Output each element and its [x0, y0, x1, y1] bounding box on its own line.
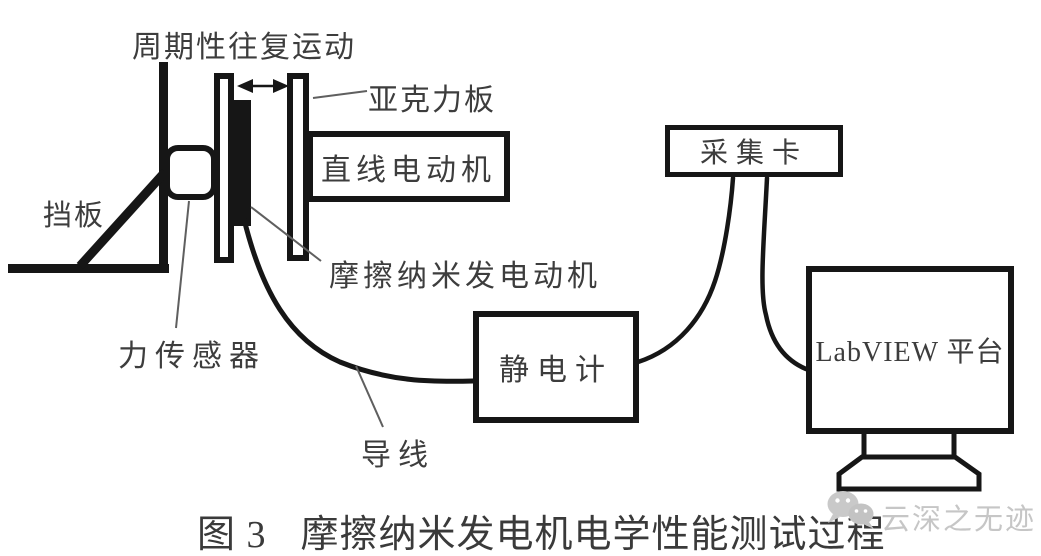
force-sensor-block [164, 145, 217, 200]
labview-monitor: LabVIEW 平台 [806, 266, 1014, 434]
electrometer-label: 静电计 [499, 354, 613, 387]
wechat-icon [827, 491, 874, 529]
force-sensor-label: 力传感器 [118, 340, 266, 373]
baffle-brace [76, 168, 169, 270]
wire-daq-to-labview [760, 175, 809, 372]
electrometer-box: 静电计 [473, 311, 639, 423]
baffle-wall [159, 62, 168, 272]
acrylic-plate-left [214, 73, 234, 263]
watermark-text: 云深之无迹 [881, 504, 1037, 536]
daq-card-label: 采集卡 [699, 138, 808, 169]
leader-force-sensor [175, 200, 190, 329]
baffle-label: 挡板 [43, 200, 106, 232]
figure-caption: 图 3 摩擦纳米发电机电学性能测试过程 [197, 503, 886, 556]
figure-caption-text: 摩擦纳米发电机电学性能测试过程 [300, 514, 886, 556]
linear-motor-box: 直线电动机 [307, 131, 510, 202]
acrylic-plate-right [287, 73, 309, 261]
periodic-motion-label: 周期性往复运动 [132, 31, 356, 64]
monitor-stand-neck [861, 428, 957, 460]
linear-motor-label: 直线电动机 [321, 153, 496, 187]
wire-electrometer-to-daq [635, 175, 736, 365]
wire-label: 导线 [361, 439, 435, 472]
reciprocating-arrow [237, 79, 289, 93]
leader-wire [355, 365, 384, 428]
wire-teng-to-electrometer [241, 216, 476, 384]
daq-card-box: 采集卡 [665, 125, 843, 177]
leader-acrylic [312, 90, 368, 99]
teng-label: 摩擦纳米发电动机 [329, 260, 601, 293]
teng-film [232, 100, 251, 226]
monitor-stand-base [836, 454, 982, 492]
ground-line [8, 264, 169, 273]
leader-teng [250, 206, 322, 262]
acrylic-plate-label: 亚克力板 [368, 84, 496, 117]
labview-label: LabVIEW 平台 [815, 337, 1005, 368]
figure-number: 图 3 [197, 514, 267, 556]
